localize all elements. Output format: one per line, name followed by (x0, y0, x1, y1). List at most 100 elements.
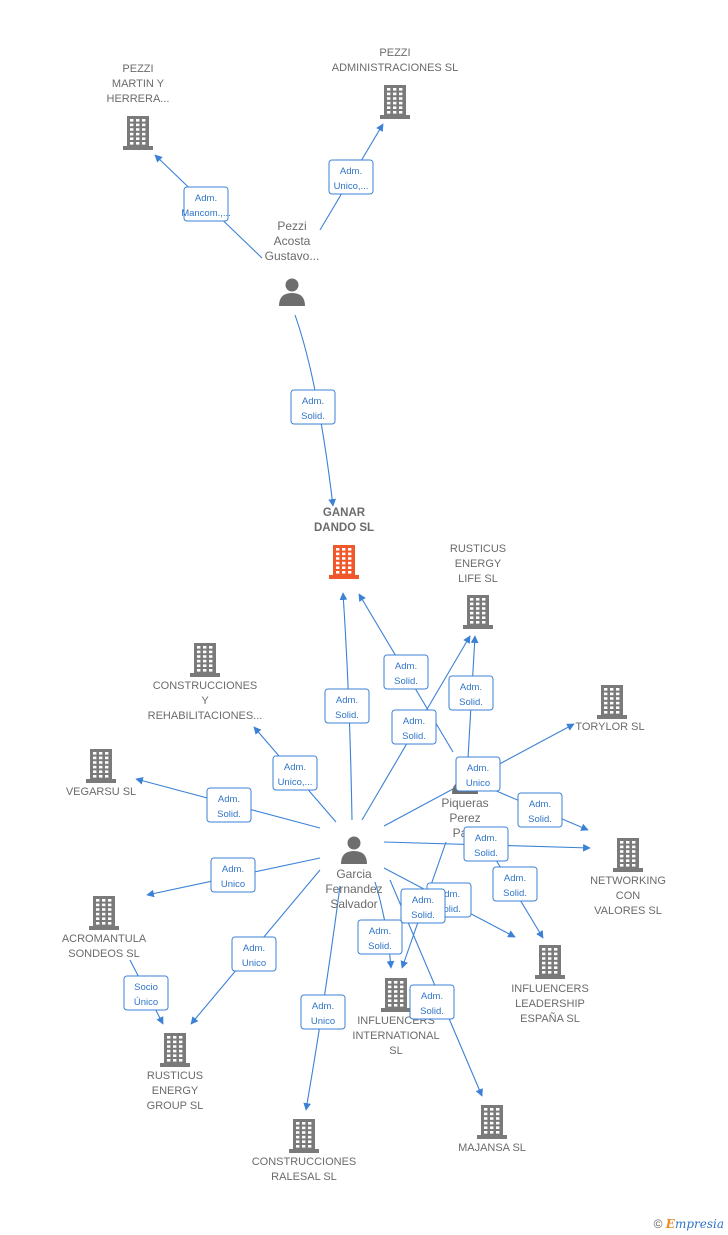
relationship-badge[interactable]: Adm.Solid. (290, 389, 336, 425)
node-label: Fernandez (325, 882, 382, 896)
building-icon[interactable] (477, 1105, 507, 1139)
building-icon[interactable] (89, 896, 119, 930)
relationship-badge-text: Unico (311, 1016, 335, 1027)
node-label: Piqueras (441, 796, 488, 810)
building-icon[interactable] (289, 1119, 319, 1153)
relationship-badge-text: Adm. (302, 396, 324, 407)
relationship-badge-text: Adm. (284, 762, 306, 773)
relationship-badge-text: Unico (242, 958, 266, 969)
node-label: RUSTICUS (147, 1070, 203, 1082)
node-label: SONDEOS SL (68, 948, 140, 960)
node-label: RALESAL SL (271, 1171, 337, 1183)
relationship-badge[interactable]: Adm.Unico (210, 857, 256, 893)
node-pezzi-admin[interactable]: PEZZI ADMINISTRACIONES SL (332, 47, 459, 119)
building-icon[interactable] (535, 945, 565, 979)
node-label: SL (389, 1045, 402, 1057)
relationship-badge-text: Adm. (504, 873, 526, 884)
node-label: Garcia (336, 867, 372, 881)
node-majansa[interactable]: MAJANSA SL (458, 1105, 526, 1154)
node-label: HERRERA... (107, 93, 170, 105)
relationship-badge[interactable]: Adm.Solid. (448, 675, 494, 711)
relationship-badge-text: Adm. (222, 864, 244, 875)
relationship-badge-text: Adm. (467, 763, 489, 774)
relationship-badge-text: Unico,... (334, 181, 369, 192)
building-icon[interactable] (613, 838, 643, 872)
node-label: ESPAÑA SL (520, 1012, 580, 1025)
node-label: GANAR (323, 507, 366, 519)
relationship-badge-text: Solid. (437, 904, 461, 915)
node-torylor[interactable]: TORYLOR SL (575, 685, 645, 733)
relationship-badge-text: Adm. (403, 716, 425, 727)
building-icon[interactable] (190, 643, 220, 677)
relationship-badge[interactable]: Adm. Unico (231, 936, 277, 972)
relationship-badge[interactable]: Adm.Solid. (517, 792, 563, 828)
building-icon[interactable] (597, 685, 627, 719)
relationship-badge[interactable]: Adm.Solid. (357, 919, 403, 955)
building-icon[interactable] (160, 1033, 190, 1067)
building-icon[interactable] (380, 85, 410, 119)
relationship-badge[interactable]: Adm. Unico (300, 994, 346, 1030)
relationship-badge-text: Adm. (243, 943, 265, 954)
relationship-badge-text: Mancom.,... (181, 208, 231, 219)
person-icon[interactable] (341, 836, 367, 865)
relationship-badge-text: Solid. (411, 910, 435, 921)
relationship-badge[interactable]: Adm.Solid. (206, 787, 252, 823)
node-pezzi-person[interactable]: PezziAcostaGustavo... (265, 219, 320, 306)
node-label: MAJANSA SL (458, 1142, 526, 1154)
node-label: NETWORKING (590, 875, 666, 887)
node-label: DANDO SL (314, 522, 374, 534)
relationship-badge-text: Adm. (421, 991, 443, 1002)
node-label: INFLUENCERS (511, 983, 589, 995)
copyright-symbol: © (653, 1217, 663, 1231)
relationship-badge-text: Adm. (312, 1001, 334, 1012)
node-ganar[interactable]: GANAR DANDO SL (314, 507, 374, 579)
brand-logo[interactable]: Empresia (665, 1217, 724, 1231)
relationship-badge[interactable]: Adm.Unico,... (272, 755, 318, 791)
node-label: ADMINISTRACIONES SL (332, 62, 459, 74)
node-label: CONSTRUCCIONES (153, 680, 258, 692)
node-construcciones-rehab[interactable]: CONSTRUCCIONESYREHABILITACIONES... (148, 643, 263, 722)
relationship-badge-text: Solid. (420, 1006, 444, 1017)
building-icon[interactable] (86, 749, 116, 783)
relationship-badge-text: Adm. (460, 682, 482, 693)
relationship-badge-text: Adm. (340, 166, 362, 177)
relationship-badge[interactable]: Adm.Unico (455, 756, 501, 792)
relationship-badge[interactable]: Adm.Solid. (492, 866, 538, 902)
person-icon[interactable] (279, 278, 305, 307)
node-label: GROUP SL (147, 1100, 204, 1112)
node-label: Y (201, 695, 209, 707)
relationship-badge[interactable]: Adm.Solid. (463, 826, 509, 862)
relationship-badge-text: Solid. (368, 941, 392, 952)
node-label: PEZZI (379, 47, 410, 59)
relationship-badge-text: Solid. (394, 676, 418, 687)
node-label: Acosta (274, 234, 311, 248)
relationship-badge[interactable]: Adm. Unico,... (328, 159, 374, 195)
relationship-badge[interactable]: Adm. Solid. (400, 888, 446, 924)
relationship-badge[interactable]: Adm. Solid. (409, 984, 455, 1020)
building-icon[interactable] (329, 545, 359, 579)
building-icon[interactable] (381, 978, 411, 1012)
node-vegarsu[interactable]: VEGARSU SL (66, 749, 136, 798)
relationship-badge-text: Solid. (474, 848, 498, 859)
relationship-badge[interactable]: Adm.Solid. (383, 654, 429, 690)
relationship-badge-text: Adm. (412, 895, 434, 906)
relationship-badge-text: Socio (134, 982, 158, 993)
relationship-badge[interactable]: Adm.Mancom.,... (181, 186, 231, 222)
relationship-badge-text: Solid. (217, 809, 241, 820)
building-icon[interactable] (123, 116, 153, 150)
relationship-badge[interactable]: Adm.Solid. (324, 688, 370, 724)
relationship-badge-text: Solid. (335, 710, 359, 721)
relationship-badge[interactable]: Adm.Solid. (391, 709, 437, 745)
building-icon[interactable] (463, 595, 493, 629)
node-label: CON (616, 890, 641, 902)
